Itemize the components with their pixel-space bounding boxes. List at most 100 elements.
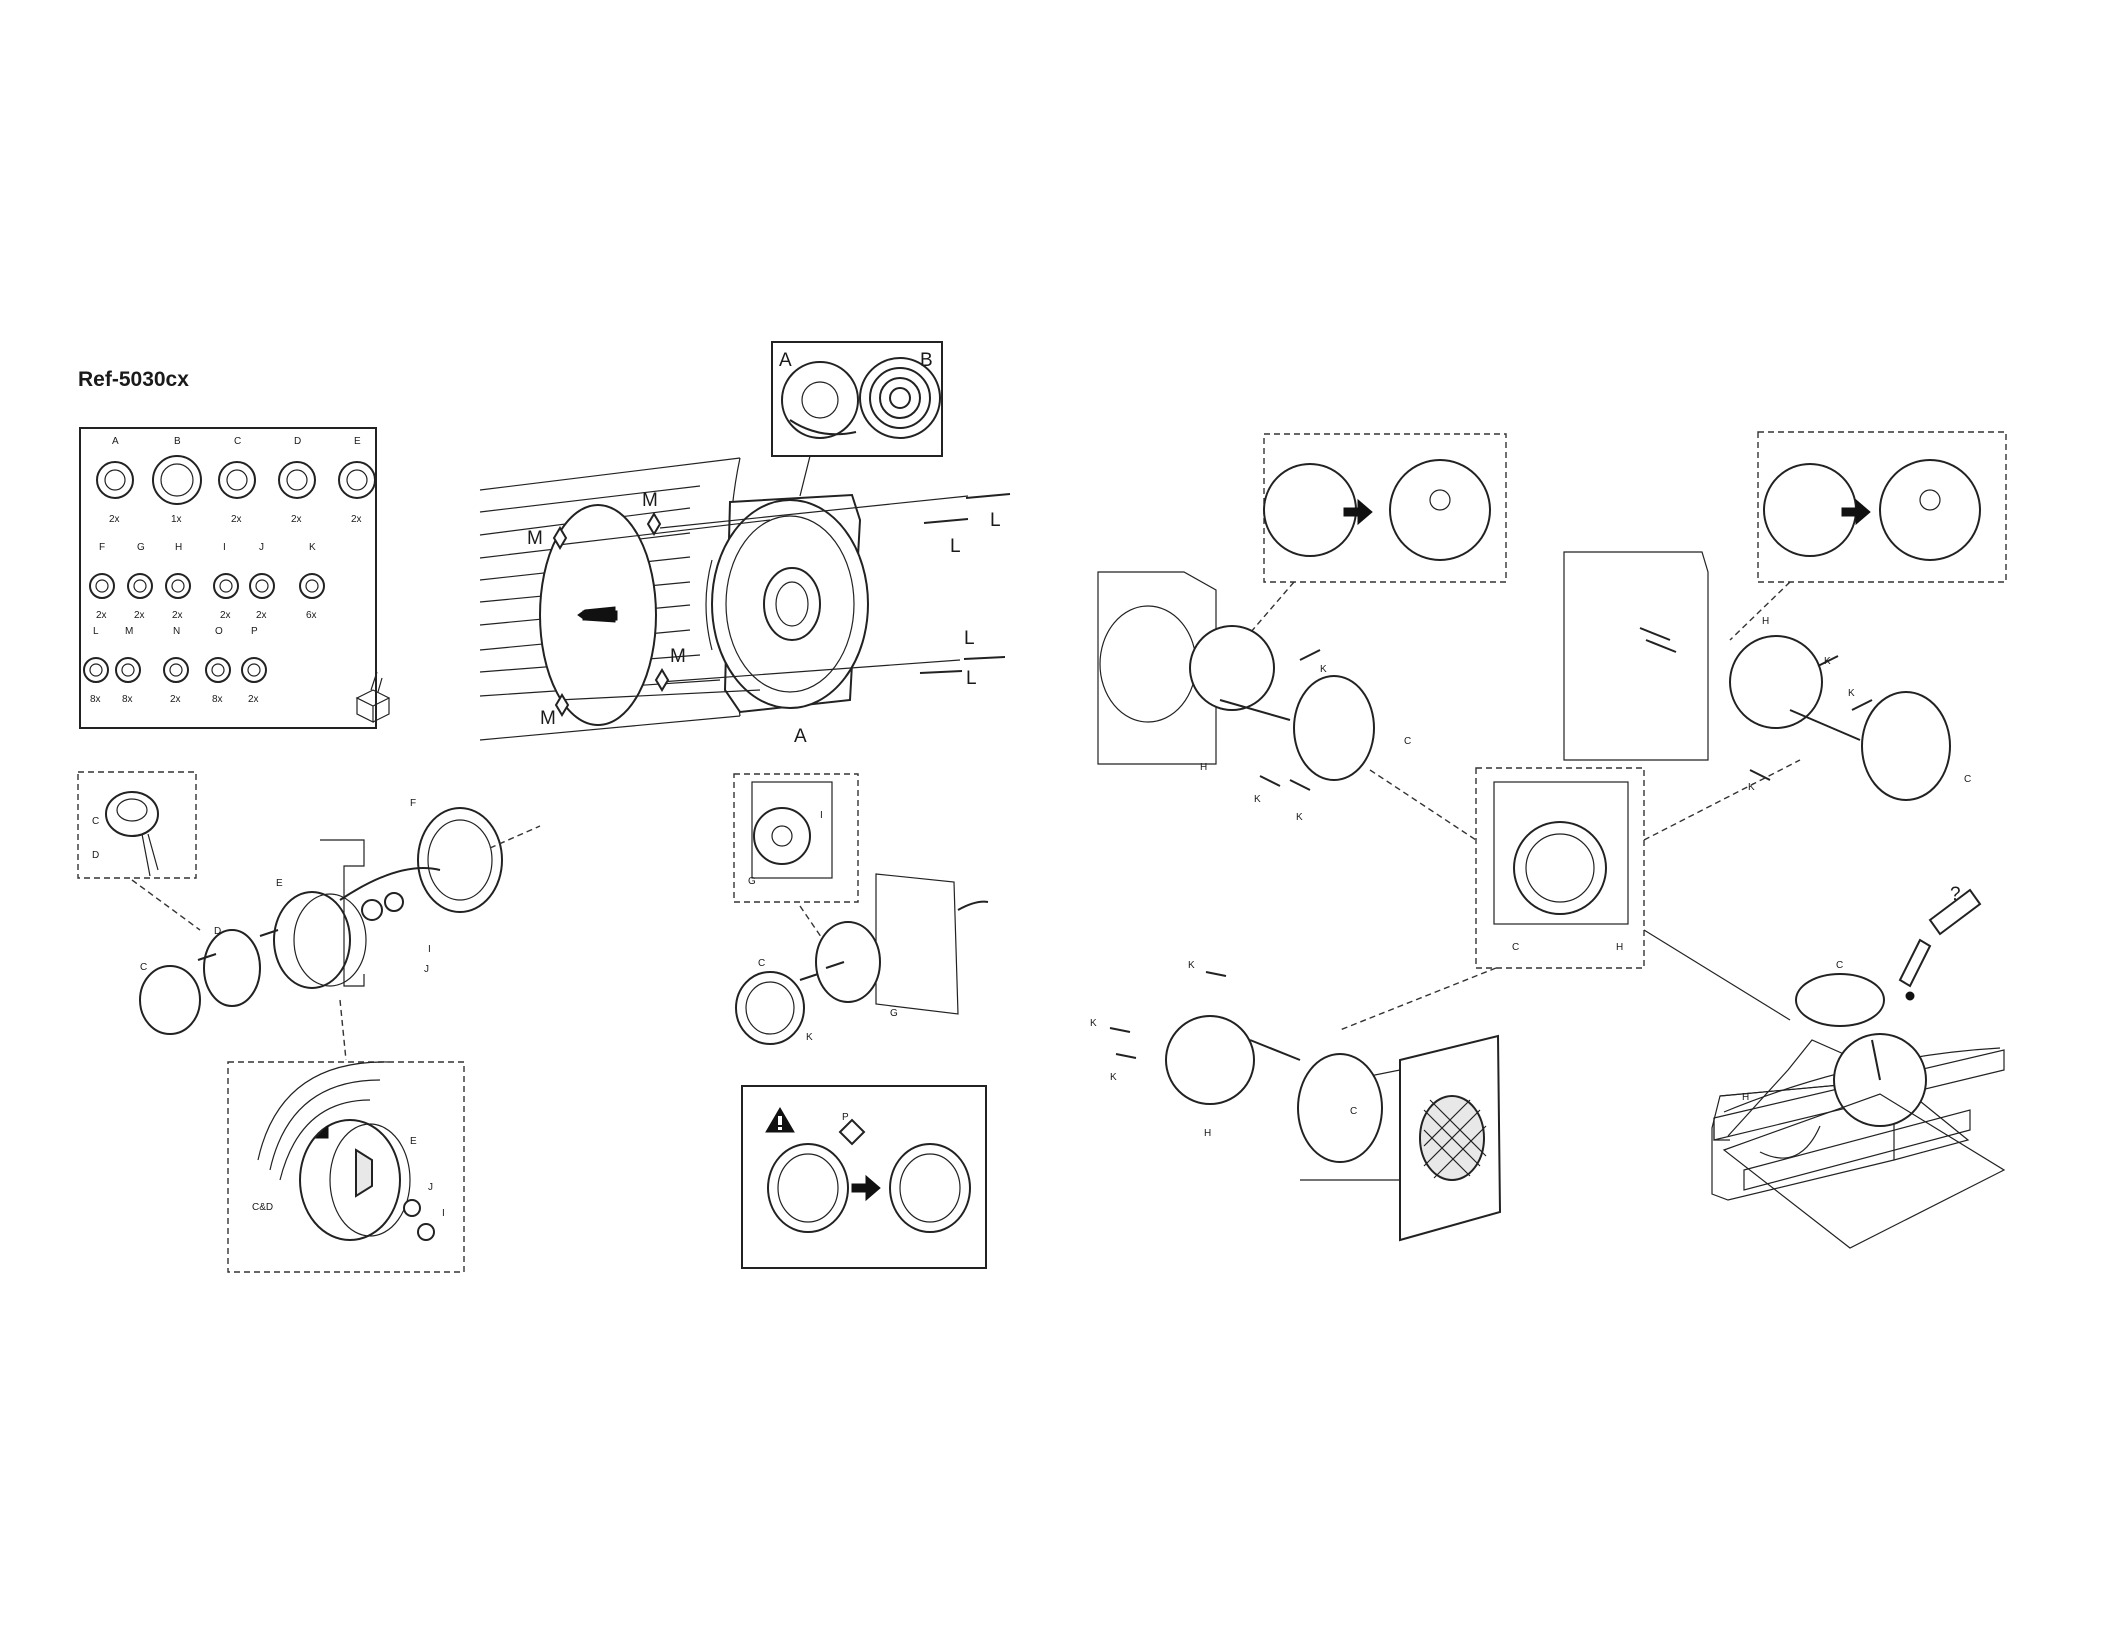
label-C: C: [1512, 942, 1519, 953]
part-icon: [128, 574, 152, 598]
label-C: C: [140, 962, 147, 973]
panel: [1564, 552, 1708, 760]
label-C: C: [1964, 774, 1971, 785]
part-qty: 2x: [134, 610, 145, 621]
mount-G: [816, 922, 880, 1002]
part-qty: 2x: [231, 514, 242, 525]
part-icon: [166, 574, 190, 598]
label-M: M: [670, 646, 686, 667]
mount-H: [1730, 636, 1822, 728]
part-letter: P: [251, 626, 258, 637]
rotate-arrow-icon: [316, 1126, 328, 1138]
part-icon: [300, 574, 324, 598]
label-F: F: [410, 798, 416, 809]
part-letter: G: [137, 542, 145, 553]
part-f: F2x: [90, 542, 114, 621]
part-icon: [279, 462, 315, 498]
part-qty: 8x: [122, 694, 133, 705]
tweeter-surface-mount-diagram: I G C K G P: [734, 774, 988, 1268]
label-A: A: [779, 350, 792, 371]
label-B: B: [920, 350, 933, 371]
glue-tube-icon: [1900, 940, 1930, 986]
part-qty: 8x: [212, 694, 223, 705]
part-p: P 2x: [242, 626, 266, 705]
label-K: K: [1320, 664, 1327, 675]
label-I: I: [442, 1208, 445, 1219]
mount-H: [1190, 626, 1274, 710]
part-qty: 2x: [351, 514, 362, 525]
part-icon: [219, 462, 255, 498]
part-letter: K: [309, 542, 316, 553]
part-icon: [242, 658, 266, 682]
tweeter-C: [1862, 692, 1950, 800]
tweeter-C: [1298, 1054, 1382, 1162]
part-qty: 2x: [96, 610, 107, 621]
label-J: J: [424, 964, 429, 975]
part-qty: 8x: [90, 694, 101, 705]
part-qty: 2x: [172, 610, 183, 621]
label-E: E: [410, 1136, 417, 1147]
part-qty: 2x: [170, 694, 181, 705]
label-C: C: [1350, 1106, 1357, 1117]
label-K: K: [1296, 812, 1303, 823]
part-o: O8x: [206, 626, 230, 705]
tweeter-C: [140, 966, 200, 1034]
part-m: M8x: [116, 626, 140, 705]
part-letter: I: [223, 542, 226, 553]
tweeter-angle-mount-left: C H K K K: [1098, 434, 1506, 823]
label-H: H: [1616, 942, 1623, 953]
tweeter-glue-mount: ? C H: [1712, 884, 2006, 1206]
part-letter: D: [294, 436, 301, 447]
mount-H: [1166, 1016, 1254, 1104]
part-icon: [250, 574, 274, 598]
label-L: L: [964, 628, 975, 649]
part-icon: [116, 658, 140, 682]
label-E: E: [276, 878, 283, 889]
question-mark-icon: ?: [1950, 884, 1961, 905]
label-C: C: [1404, 736, 1411, 747]
part-icon: [339, 462, 375, 498]
part-n: N2x: [164, 626, 188, 705]
part-qty: 2x: [109, 514, 120, 525]
label-K: K: [1848, 688, 1855, 699]
housing-E: [274, 892, 350, 988]
tweeter-mounted-result: C H: [1340, 760, 1800, 1030]
label-K: K: [1254, 794, 1261, 805]
part-qty: 2x: [248, 694, 259, 705]
tweeter-grille-mount: K K K H C: [1090, 960, 1500, 1240]
package-box-icon: [357, 672, 389, 722]
panel: [876, 874, 958, 1014]
part-icon: [90, 574, 114, 598]
label-G: G: [890, 1008, 898, 1019]
part-letter: A: [112, 436, 119, 447]
label-A: A: [794, 726, 807, 747]
clip-M-icon: [656, 670, 668, 690]
label-H: H: [1204, 1128, 1211, 1139]
label-I: I: [428, 944, 431, 955]
part-icon: [97, 462, 133, 498]
label-H: H: [1742, 1092, 1749, 1103]
part-a: A 2x: [97, 436, 133, 525]
part-letter: C: [234, 436, 241, 447]
part-b: B1x: [153, 436, 201, 525]
part-letter: H: [175, 542, 182, 553]
part-icon: [164, 658, 188, 682]
part-P-icon: [840, 1120, 864, 1144]
part-qty: 1x: [171, 514, 182, 525]
label-D: D: [92, 850, 99, 861]
label-K: K: [1188, 960, 1195, 971]
label-K: K: [1824, 656, 1831, 667]
label-L: L: [990, 510, 1001, 531]
part-e: E2x: [339, 436, 375, 525]
part-i: I2x: [214, 542, 238, 621]
label-J: J: [428, 1182, 433, 1193]
label-D: D: [214, 926, 221, 937]
label-C: C: [92, 816, 99, 827]
washer-I: [362, 900, 382, 920]
label-K: K: [806, 1032, 813, 1043]
part-icon: [206, 658, 230, 682]
part-qty: 6x: [306, 610, 317, 621]
ring-F: [418, 808, 502, 912]
tweeter-flush-mount-diagram: C D C D E F I J C&D E J I: [78, 772, 540, 1272]
nut-J: [385, 893, 403, 911]
